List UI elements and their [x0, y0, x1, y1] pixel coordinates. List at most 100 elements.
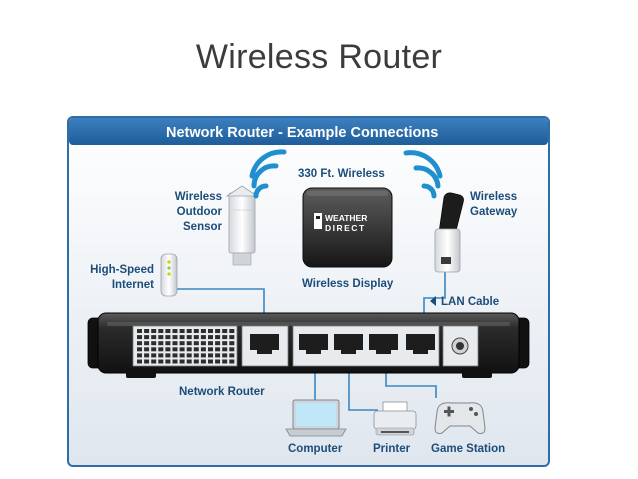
vent-slot: [144, 359, 150, 364]
lan-arrow-icon: [430, 296, 436, 306]
vent-slot: [144, 353, 150, 358]
vent-slot: [137, 347, 142, 352]
label-router: Network Router: [179, 386, 265, 398]
vent-slot: [193, 359, 199, 364]
diagram-header: Network Router - Example Connections: [166, 125, 438, 141]
label-gateway-2: Gateway: [470, 206, 518, 218]
lan-port-icon: [299, 334, 328, 354]
vent-slot: [193, 341, 199, 346]
vent-slot: [158, 341, 164, 346]
vent-slot: [165, 329, 171, 333]
vent-slot: [208, 353, 213, 358]
vent-slot: [144, 329, 150, 333]
vent-slot: [165, 353, 171, 358]
vent-slot: [215, 329, 221, 333]
vent-slot: [200, 335, 206, 340]
vent-slot: [229, 353, 235, 358]
label-display: Wireless Display: [302, 278, 394, 290]
diagram-header-bar: [69, 118, 548, 145]
vent-slot: [200, 347, 206, 352]
label-outdoor-sensor-2: Outdoor: [177, 206, 223, 218]
vent-slot: [158, 329, 164, 333]
vent-slot: [229, 359, 235, 364]
vent-slot: [229, 335, 235, 340]
vent-slot: [179, 359, 185, 364]
vent-slot: [208, 329, 213, 333]
vent-slot: [222, 359, 228, 364]
vent-slot: [144, 347, 150, 352]
vent-slot: [222, 329, 228, 333]
printer-icon: [373, 401, 417, 436]
outdoor-sensor: [225, 185, 259, 266]
label-printer: Printer: [373, 443, 411, 455]
vent-slot: [200, 341, 206, 346]
vent-slot: [215, 353, 221, 358]
vent-slot: [137, 359, 142, 364]
vent-slot: [151, 359, 157, 364]
vent-slot: [193, 335, 199, 340]
vent-slot: [186, 353, 192, 358]
vent-slot: [208, 347, 213, 352]
vent-slot: [137, 353, 142, 358]
wireless-display: WEATHER DIRECT: [302, 187, 393, 268]
slide-title: Wireless Router: [195, 38, 443, 76]
vent-slot: [186, 359, 192, 364]
vent-slot: [158, 335, 164, 340]
vent-slot: [137, 329, 142, 333]
label-game-station: Game Station: [431, 443, 505, 455]
vent-slot: [222, 335, 228, 340]
lan-port-icon: [406, 334, 435, 354]
diagram-panel: [67, 116, 550, 467]
vent-slot: [193, 347, 199, 352]
vent-slot: [172, 335, 178, 340]
vent-slot: [179, 341, 185, 346]
internet-modem: [160, 253, 178, 297]
vent-slot: [229, 347, 235, 352]
vent-slot: [165, 347, 171, 352]
vent-slot: [144, 341, 150, 346]
vent-slot: [215, 335, 221, 340]
vent-slot: [229, 341, 235, 346]
vent-slot: [222, 347, 228, 352]
vent-slot: [179, 353, 185, 358]
label-computer: Computer: [288, 443, 343, 455]
vent-slot: [222, 353, 228, 358]
vent-slot: [215, 347, 221, 352]
vent-slot: [215, 359, 221, 364]
vent-slot: [172, 347, 178, 352]
label-internet-1: High-Speed: [90, 264, 154, 276]
logo-weather: WEATHER: [325, 213, 367, 223]
wan-port-icon: [250, 334, 279, 354]
label-internet-2: Internet: [112, 279, 154, 291]
gateway-wireless-waves-icon: [403, 150, 443, 199]
vent-slot: [165, 359, 171, 364]
vent-slot: [186, 347, 192, 352]
vent-slot: [215, 341, 221, 346]
vent-slot: [172, 353, 178, 358]
vent-slot: [144, 335, 150, 340]
label-wireless-range: 330 Ft. Wireless: [298, 168, 385, 180]
network-router: [87, 312, 530, 378]
vent-slot: [193, 353, 199, 358]
vent-slot: [172, 359, 178, 364]
vent-slot: [151, 347, 157, 352]
vent-slot: [158, 347, 164, 352]
lan-port-icon: [334, 334, 363, 354]
label-lan-cable: LAN Cable: [441, 296, 499, 308]
vent-slot: [200, 359, 206, 364]
vent-slot: [151, 335, 157, 340]
vent-slot: [200, 329, 206, 333]
vent-slot: [186, 335, 192, 340]
vent-slot: [165, 335, 171, 340]
game-controller-icon: [434, 402, 486, 434]
vent-slot: [172, 329, 178, 333]
lan-port-icon: [369, 334, 398, 354]
logo-direct: DIRECT: [325, 223, 366, 233]
vent-slot: [208, 335, 213, 340]
label-outdoor-sensor-3: Sensor: [183, 221, 223, 233]
vent-slot: [179, 347, 185, 352]
vent-slot: [165, 341, 171, 346]
vent-slot: [158, 359, 164, 364]
vent-slot: [158, 353, 164, 358]
